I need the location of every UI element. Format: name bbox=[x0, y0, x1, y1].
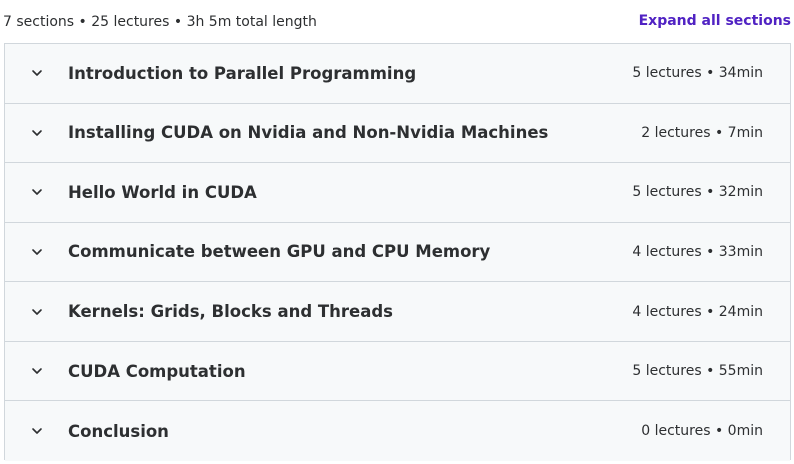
section-title: Hello World in CUDA bbox=[68, 182, 257, 202]
section-row[interactable]: Installing CUDA on Nvidia and Non-Nvidia… bbox=[5, 103, 790, 164]
section-title: Installing CUDA on Nvidia and Non-Nvidia… bbox=[68, 123, 549, 143]
section-row[interactable]: Hello World in CUDA 5 lectures • 32min bbox=[5, 163, 790, 223]
section-title: Conclusion bbox=[68, 421, 169, 441]
chevron-down-icon bbox=[5, 182, 68, 202]
section-meta: 5 lectures • 32min bbox=[632, 184, 763, 201]
section-meta: 2 lectures • 7min bbox=[641, 124, 763, 141]
section-title: Kernels: Grids, Blocks and Threads bbox=[68, 302, 393, 322]
section-meta: 4 lectures • 33min bbox=[632, 243, 763, 260]
section-row[interactable]: Introduction to Parallel Programming 5 l… bbox=[5, 44, 790, 104]
section-row[interactable]: Conclusion 0 lectures • 0min bbox=[5, 401, 790, 461]
chevron-down-icon bbox=[5, 421, 68, 441]
curriculum-summary-bar: 7 sections • 25 lectures • 3h 5m total l… bbox=[0, 0, 794, 43]
curriculum-section-list: Introduction to Parallel Programming 5 l… bbox=[4, 43, 791, 461]
section-row[interactable]: Communicate between GPU and CPU Memory 4… bbox=[5, 222, 790, 283]
curriculum-summary-text: 7 sections • 25 lectures • 3h 5m total l… bbox=[3, 13, 317, 30]
chevron-down-icon bbox=[5, 63, 68, 83]
section-meta: 5 lectures • 55min bbox=[632, 363, 763, 380]
section-meta: 4 lectures • 24min bbox=[632, 303, 763, 320]
section-title: Introduction to Parallel Programming bbox=[68, 63, 417, 83]
section-meta: 5 lectures • 34min bbox=[632, 65, 763, 82]
chevron-down-icon bbox=[5, 123, 68, 143]
section-row[interactable]: Kernels: Grids, Blocks and Threads 4 lec… bbox=[5, 282, 790, 342]
chevron-down-icon bbox=[5, 242, 68, 262]
section-row[interactable]: CUDA Computation 5 lectures • 55min bbox=[5, 341, 790, 402]
expand-all-sections-button[interactable]: Expand all sections bbox=[638, 12, 791, 29]
section-meta: 0 lectures • 0min bbox=[641, 423, 763, 440]
chevron-down-icon bbox=[5, 361, 68, 381]
section-title: Communicate between GPU and CPU Memory bbox=[68, 242, 491, 262]
section-title: CUDA Computation bbox=[68, 361, 246, 381]
chevron-down-icon bbox=[5, 302, 68, 322]
